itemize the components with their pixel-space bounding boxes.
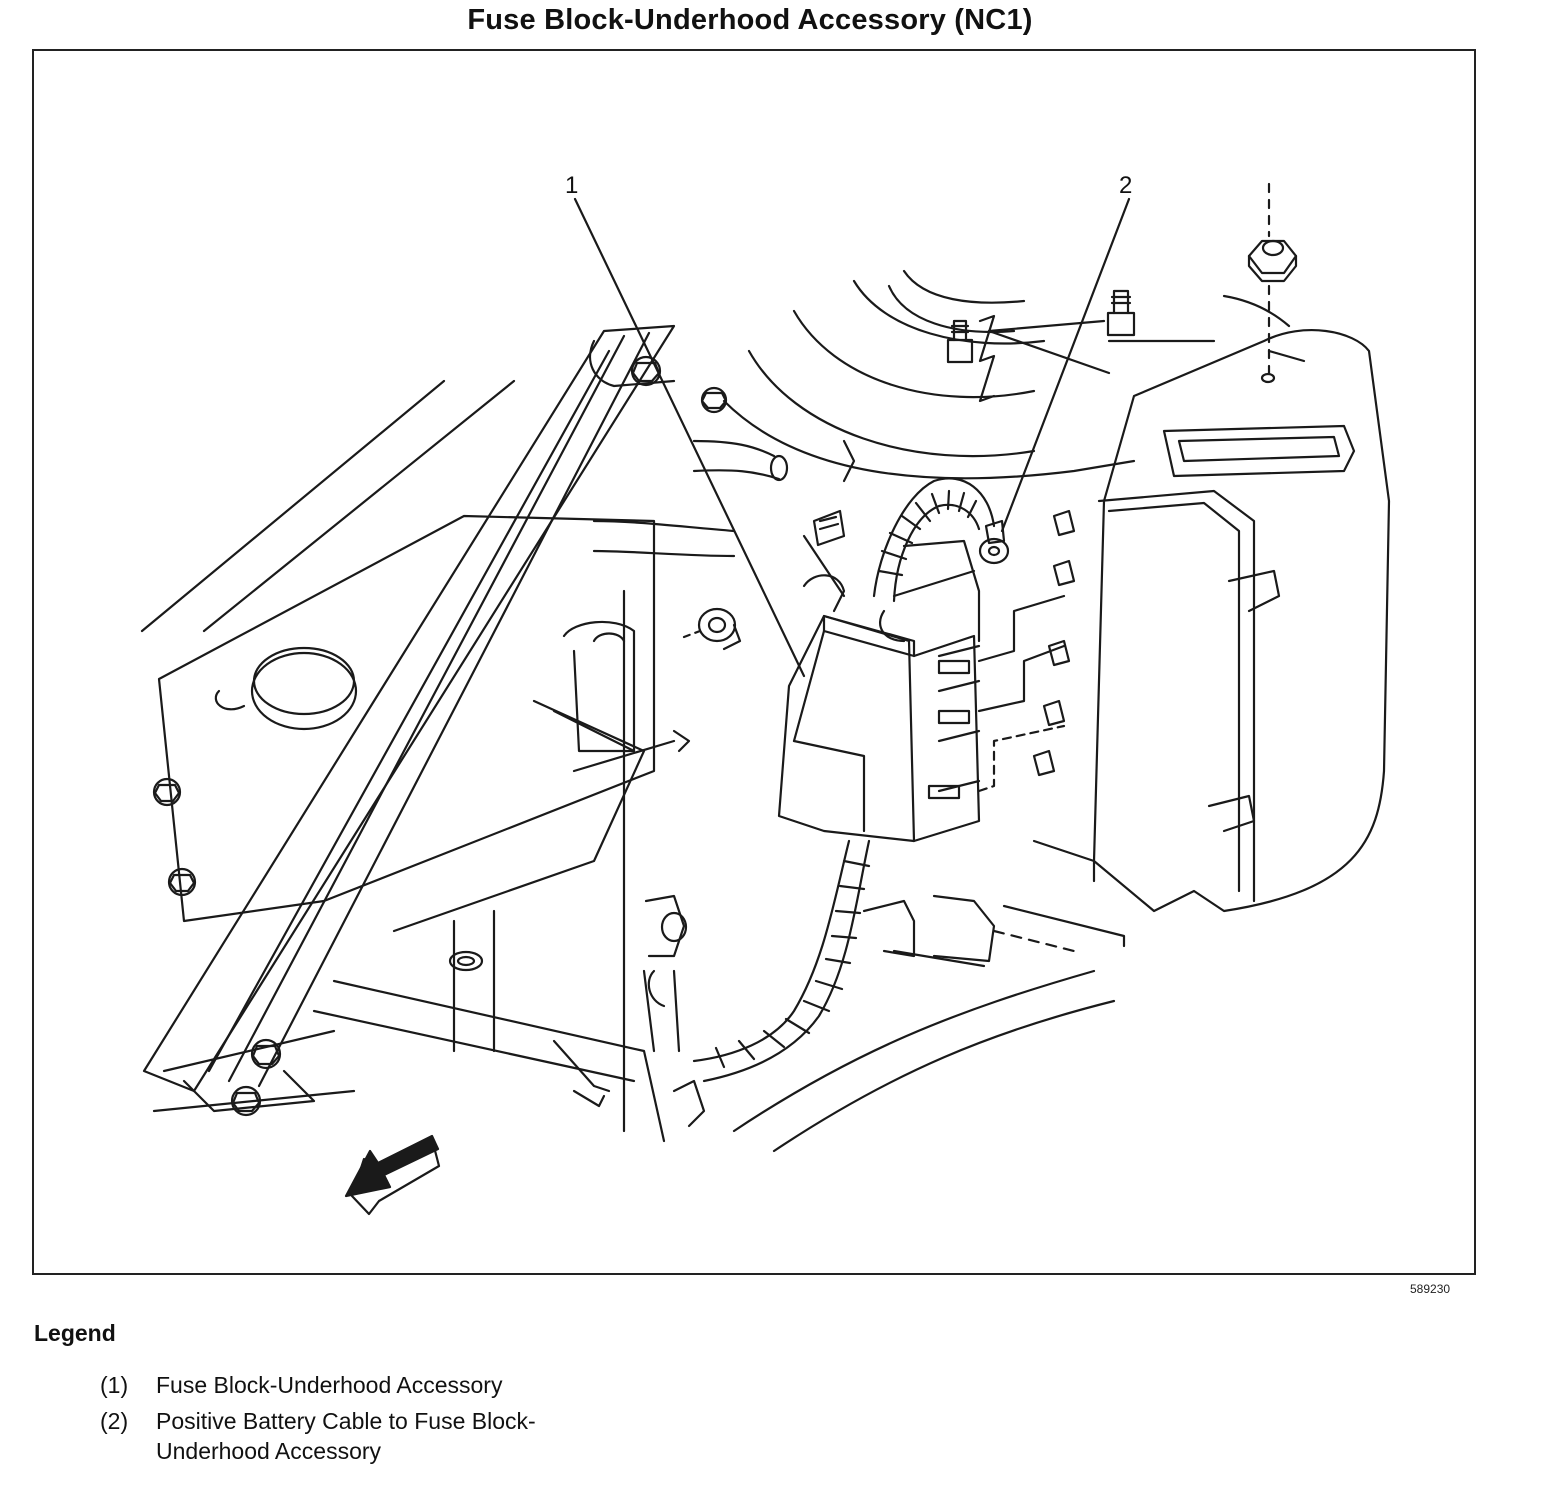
callout-leaders — [573, 197, 1131, 678]
diagram-frame: 1 2 — [32, 49, 1476, 1275]
engine-bay-illustration: 1 2 — [140, 172, 1391, 1216]
strut-tower — [722, 269, 1216, 483]
mounting-bracket — [862, 894, 1126, 968]
mounting-nut — [682, 607, 742, 651]
strut-brace — [142, 324, 728, 1117]
radiator-support — [312, 589, 706, 1143]
coolant-reservoir — [152, 514, 691, 933]
legend-item: (1) Fuse Block-Underhood Accessory — [100, 1370, 576, 1400]
cover-nut — [1247, 182, 1298, 384]
fuse-block-cover — [1032, 294, 1391, 913]
legend-item-text: Fuse Block-Underhood Accessory — [156, 1372, 503, 1398]
upper-hose — [592, 439, 789, 558]
fuse-block-underhood-accessory — [777, 539, 1066, 843]
legend-item: (2) Positive Battery Cable to Fuse Block… — [100, 1406, 576, 1466]
page-title: Fuse Block-Underhood Accessory (NC1) — [467, 4, 1033, 36]
positive-battery-cable — [692, 477, 1010, 1083]
legend-item-number: (2) — [100, 1408, 129, 1434]
fender-outline — [140, 379, 1116, 1153]
legend-item-number: (1) — [100, 1372, 129, 1398]
callout-2: 2 — [1119, 172, 1132, 199]
callout-1: 1 — [565, 172, 578, 199]
front-direction-arrow — [344, 1134, 441, 1216]
legend-item-text: Positive Battery Cable to Fuse Block-Und… — [156, 1408, 536, 1464]
strut-studs — [802, 289, 1136, 598]
figure-id: 589230 — [1410, 1282, 1451, 1296]
legend-heading: Legend — [34, 1320, 116, 1346]
